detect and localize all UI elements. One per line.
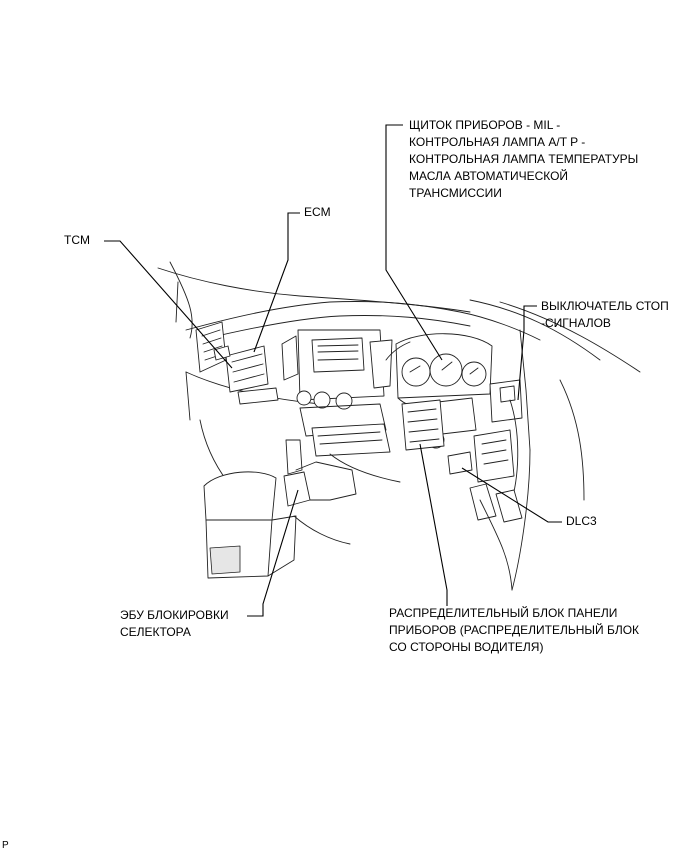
leader-dlc3 bbox=[461, 467, 562, 523]
label-stop-switch-line-1: ВЫКЛЮЧАТЕЛЬ СТОП bbox=[541, 299, 669, 313]
label-junction-block: РАСПРЕДЕЛИТЕЛЬНЫЙ БЛОК ПАНЕЛИ ПРИБОРОВ (… bbox=[389, 605, 639, 656]
corner-mark: P bbox=[2, 840, 9, 851]
leader-junction-block bbox=[419, 443, 448, 606]
leader-stop-switch bbox=[517, 305, 537, 401]
label-instrument-panel-line-2: КОНТРОЛЬНАЯ ЛАМПА A/T P - bbox=[409, 135, 586, 149]
label-shift-lock-ecu: ЭБУ БЛОКИРОВКИ СЕЛЕКТОРА bbox=[120, 607, 229, 641]
label-junction-block-line-2: ПРИБОРОВ (РАСПРЕДЕЛИТЕЛЬНЫЙ БЛОК bbox=[389, 623, 640, 637]
label-instrument-panel-line-5: ТРАНСМИССИИ bbox=[409, 186, 502, 200]
label-stop-switch: ВЫКЛЮЧАТЕЛЬ СТОП -СИГНАЛОВ bbox=[541, 298, 669, 332]
label-stop-switch-line-2: -СИГНАЛОВ bbox=[541, 316, 611, 330]
label-shift-lock-ecu-line-2: СЕЛЕКТОРА bbox=[120, 625, 191, 639]
leader-shift-lock-ecu bbox=[247, 489, 299, 617]
label-instrument-panel-line-3: КОНТРОЛЬНАЯ ЛАМПА ТЕМПЕРАТУРЫ bbox=[409, 152, 639, 166]
label-dlc3: DLC3 bbox=[566, 514, 597, 528]
label-ecm: ECM bbox=[304, 205, 331, 219]
label-instrument-panel-line-4: МАСЛА АВТОМАТИЧЕСКОЙ bbox=[409, 169, 569, 183]
leader-ecm bbox=[253, 212, 300, 353]
label-tcm: TCM bbox=[64, 233, 90, 247]
label-instrument-panel: ЩИТОК ПРИБОРОВ - MIL - КОНТРОЛЬНАЯ ЛАМПА… bbox=[409, 117, 638, 202]
leader-instrument-panel bbox=[385, 124, 443, 361]
dashboard-illustration bbox=[157, 261, 641, 591]
label-junction-block-line-3: СО СТОРОНЫ ВОДИТЕЛЯ) bbox=[389, 640, 544, 654]
leader-lines bbox=[104, 124, 562, 617]
label-shift-lock-ecu-line-1: ЭБУ БЛОКИРОВКИ bbox=[120, 608, 229, 622]
label-instrument-panel-line-1: ЩИТОК ПРИБОРОВ - MIL - bbox=[409, 118, 561, 132]
leader-tcm bbox=[104, 240, 233, 369]
label-junction-block-line-1: РАСПРЕДЕЛИТЕЛЬНЫЙ БЛОК ПАНЕЛИ bbox=[389, 606, 618, 620]
